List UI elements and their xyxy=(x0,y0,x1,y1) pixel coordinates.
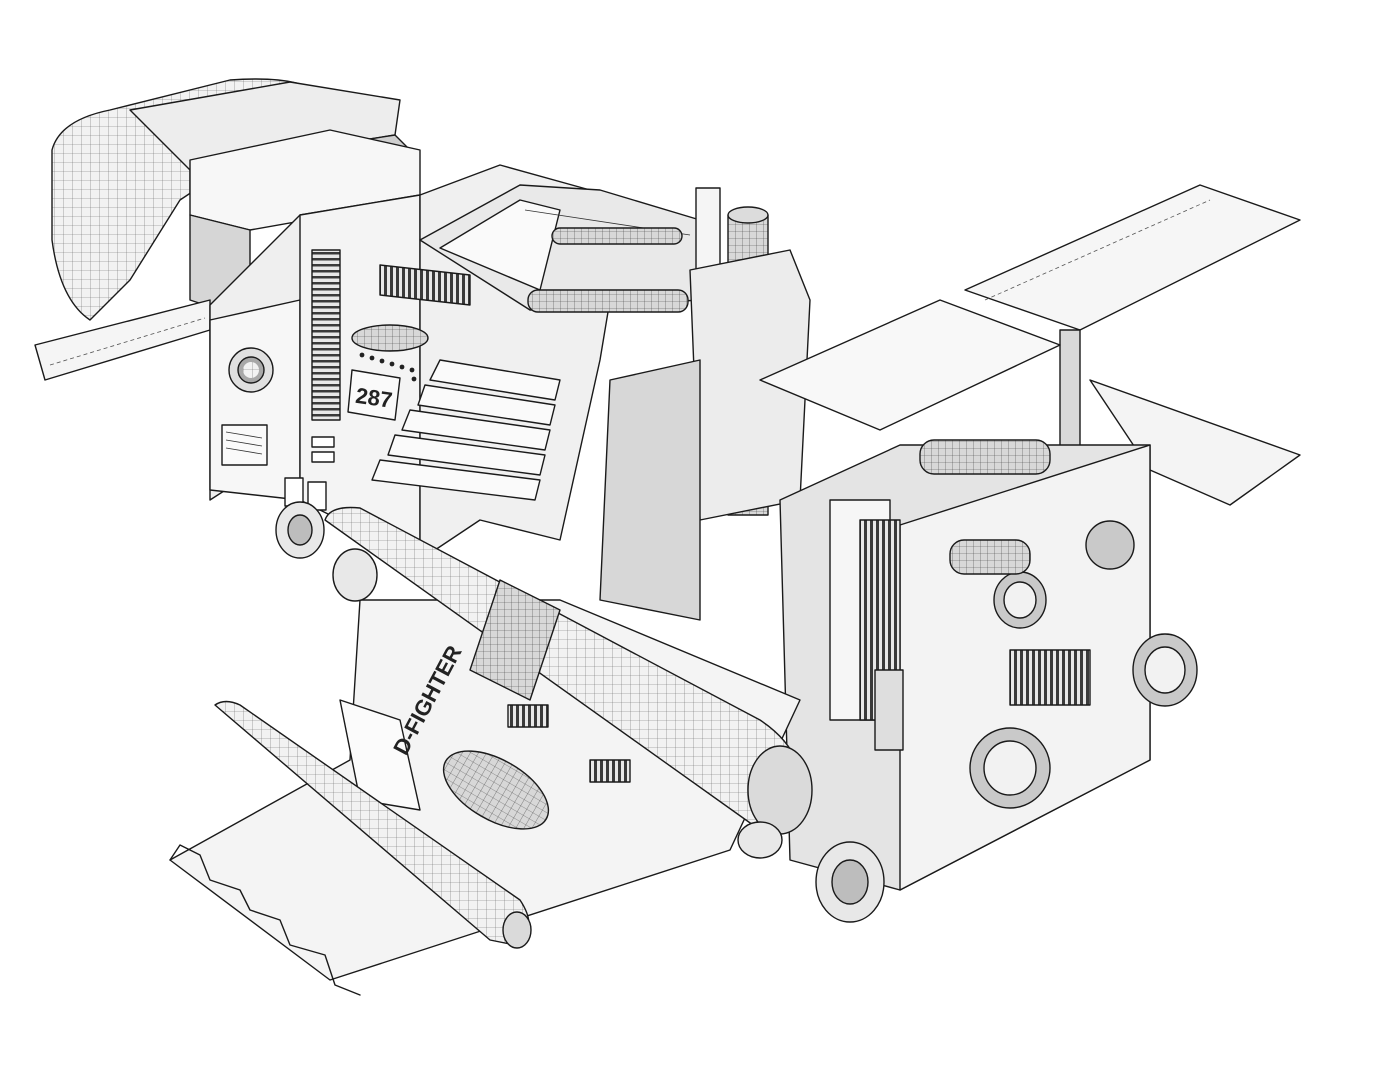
cockpit-canopy-icon xyxy=(419,184,701,313)
landing-wheel-icon xyxy=(275,501,885,923)
belly-pod xyxy=(442,750,550,830)
wing-tip-pod xyxy=(214,700,532,949)
porthole xyxy=(228,347,274,393)
hull-number-plate: 287 xyxy=(347,369,401,421)
central-body: 287 xyxy=(347,164,811,621)
engine-nozzle-icon xyxy=(969,520,1198,809)
main-engine-pod xyxy=(324,506,813,835)
hull-number: 287 xyxy=(354,383,394,413)
side-vent-grille xyxy=(311,249,341,421)
engine-block xyxy=(759,184,1301,891)
